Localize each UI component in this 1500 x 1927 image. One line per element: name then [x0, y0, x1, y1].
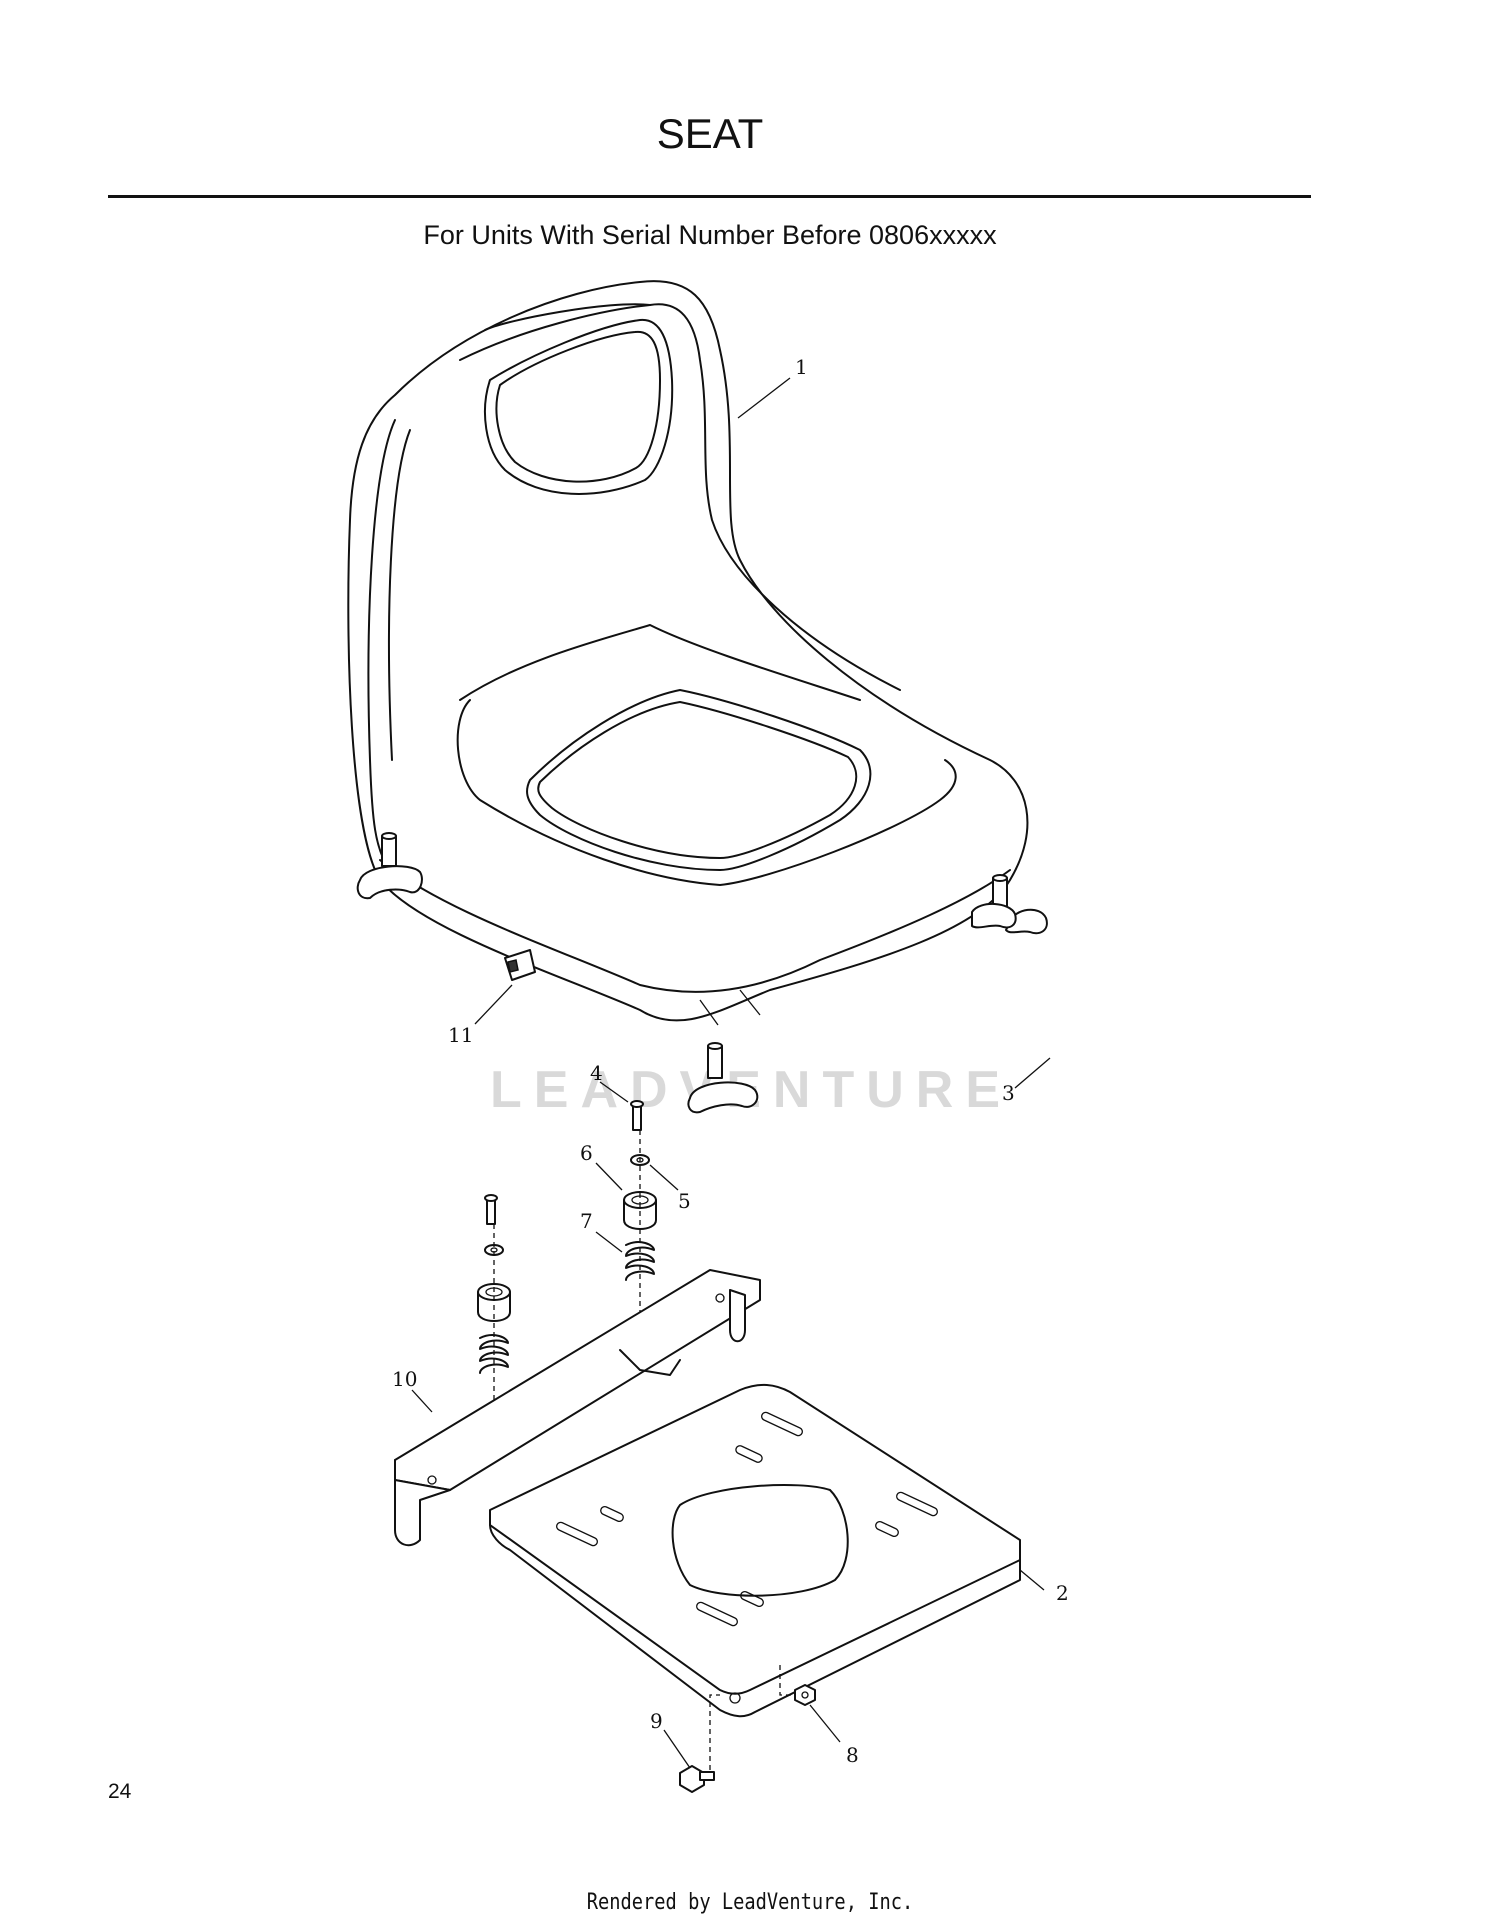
page-number: 24 [108, 1780, 132, 1803]
title-rule [108, 195, 1311, 198]
serial-subtitle: For Units With Serial Number Before 0806… [423, 220, 997, 250]
page-title: SEAT [656, 110, 764, 157]
callout-11: 11 [448, 1023, 473, 1047]
callout-6: 6 [580, 1141, 593, 1165]
seat-part [347, 280, 1029, 1026]
callout-9: 9 [650, 1709, 663, 1733]
callout-1: 1 [795, 355, 808, 379]
hardware-stack-left [477, 1194, 511, 1420]
callout-7: 7 [580, 1209, 593, 1233]
callout-3: 3 [1002, 1081, 1015, 1105]
callout-5: 5 [678, 1189, 691, 1213]
knob-right [971, 874, 1048, 935]
hardware-stack-right [623, 1100, 657, 1320]
seat-bracket-part [394, 1269, 761, 1547]
callout-8: 8 [846, 1743, 859, 1767]
nut-part [779, 1665, 816, 1706]
callout-10: 10 [392, 1367, 417, 1391]
callout-2: 2 [1056, 1581, 1069, 1605]
knob-left [356, 832, 423, 900]
callout-4: 4 [590, 1061, 603, 1085]
render-footer: Rendered by LeadVenture, Inc. [586, 1890, 914, 1915]
seat-plate-part [489, 1384, 1021, 1718]
knob-bottom [687, 1042, 759, 1114]
bolt-part [679, 1694, 720, 1793]
seat-switch-part [504, 949, 536, 981]
